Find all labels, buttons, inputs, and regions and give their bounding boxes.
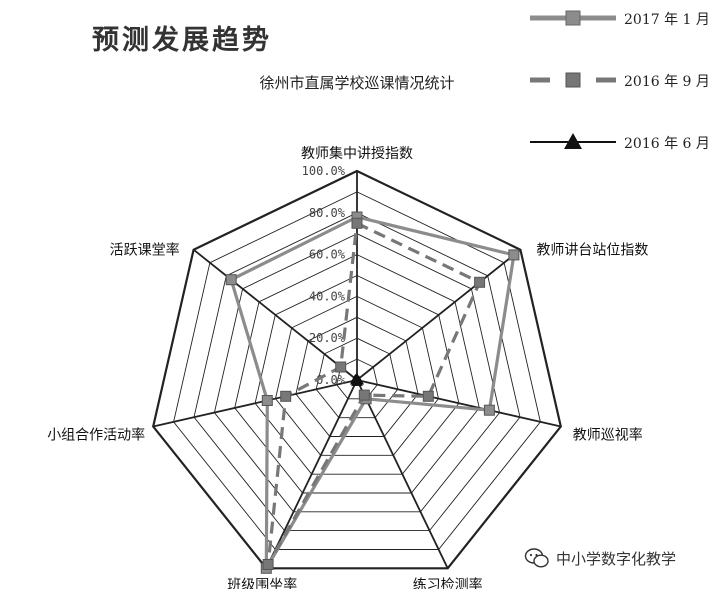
chart-subtitle: 徐州市直属学校巡课情况统计	[259, 74, 455, 92]
legend-item-2016-6: 2016 年 6 月	[528, 130, 714, 154]
data-point-s2-2	[474, 276, 486, 288]
axis-label-7: 活跃课堂率	[110, 242, 180, 259]
tick-label: 80.0%	[309, 206, 346, 220]
data-point-s2-4	[358, 389, 370, 401]
series-3	[350, 372, 364, 386]
legend-swatch-solid-square-icon	[530, 10, 616, 26]
legend-item-2017-1: 2017 年 1 月	[528, 6, 714, 30]
grid-ring-5	[254, 275, 460, 475]
data-point-s3-7	[350, 373, 361, 383]
data-point-s1-3	[483, 404, 495, 416]
tick-label: 60.0%	[309, 248, 346, 262]
axis-spoke-5	[265, 379, 358, 569]
tick-label: 20.0%	[309, 331, 346, 345]
legend-label-2016-6: 2016 年 6 月	[624, 136, 710, 152]
page-heading: 预测发展趋势	[92, 25, 272, 56]
axis-spoke-2	[356, 248, 521, 381]
axis-label-3: 教师巡视率	[573, 427, 643, 444]
data-point-s1-6	[261, 395, 273, 406]
watermark: 中小学数字化教学	[524, 546, 679, 570]
legend-swatch-solid-triangle-icon	[530, 133, 616, 149]
data-point-s2-1	[351, 217, 363, 229]
series-2	[262, 217, 486, 570]
grid-ring-6	[234, 254, 480, 494]
grid-ring-9	[173, 191, 541, 550]
data-point-s2-3	[422, 390, 434, 402]
grid-ring-2	[315, 337, 399, 419]
grid-ring-4	[275, 295, 439, 456]
axis-label-1: 教师集中讲授指数	[301, 145, 413, 162]
axis-spoke-6	[152, 379, 358, 428]
wechat-icon	[524, 548, 549, 568]
series-line-2	[266, 221, 482, 567]
watermark-text: 中小学数字化教学	[554, 547, 679, 569]
legend-label-2017-1: 2017 年 1 月	[624, 12, 710, 28]
axis-spoke-3	[356, 379, 562, 428]
grid-ring-10	[152, 169, 562, 570]
data-point-s1-2	[508, 249, 520, 261]
axis-spoke-4	[356, 379, 449, 569]
tick-label: 40.0%	[309, 289, 346, 303]
legend-label-2016-9: 2016 年 9 月	[624, 74, 710, 90]
data-point-s2-7	[335, 361, 347, 373]
tick-label: 100.0%	[302, 164, 346, 178]
legend-swatch-dashed-square-icon	[530, 72, 616, 88]
data-point-s2-5	[262, 559, 274, 570]
axis-spoke-7	[193, 248, 358, 381]
grid-ring-8	[193, 212, 521, 532]
grid-ring-7	[213, 233, 501, 513]
axis-label-5: 班级围坐率	[227, 576, 297, 589]
series-line-1	[229, 215, 516, 570]
series-1	[225, 211, 520, 574]
axis-label-6: 小组合作活动率	[47, 427, 145, 444]
tick-label: 0.0%	[316, 373, 346, 387]
data-point-s2-6	[280, 390, 292, 402]
axis-label-4: 练习检测率	[413, 576, 483, 589]
grid-ring-3	[295, 316, 419, 437]
tick-labels: 100.0% 80.0% 60.0% 40.0% 20.0% 0.0%	[302, 164, 346, 387]
axis-label-2: 教师讲台站位指数	[536, 243, 648, 259]
legend-item-2016-9: 2016 年 9 月	[528, 68, 714, 92]
data-point-s1-7	[225, 274, 237, 286]
